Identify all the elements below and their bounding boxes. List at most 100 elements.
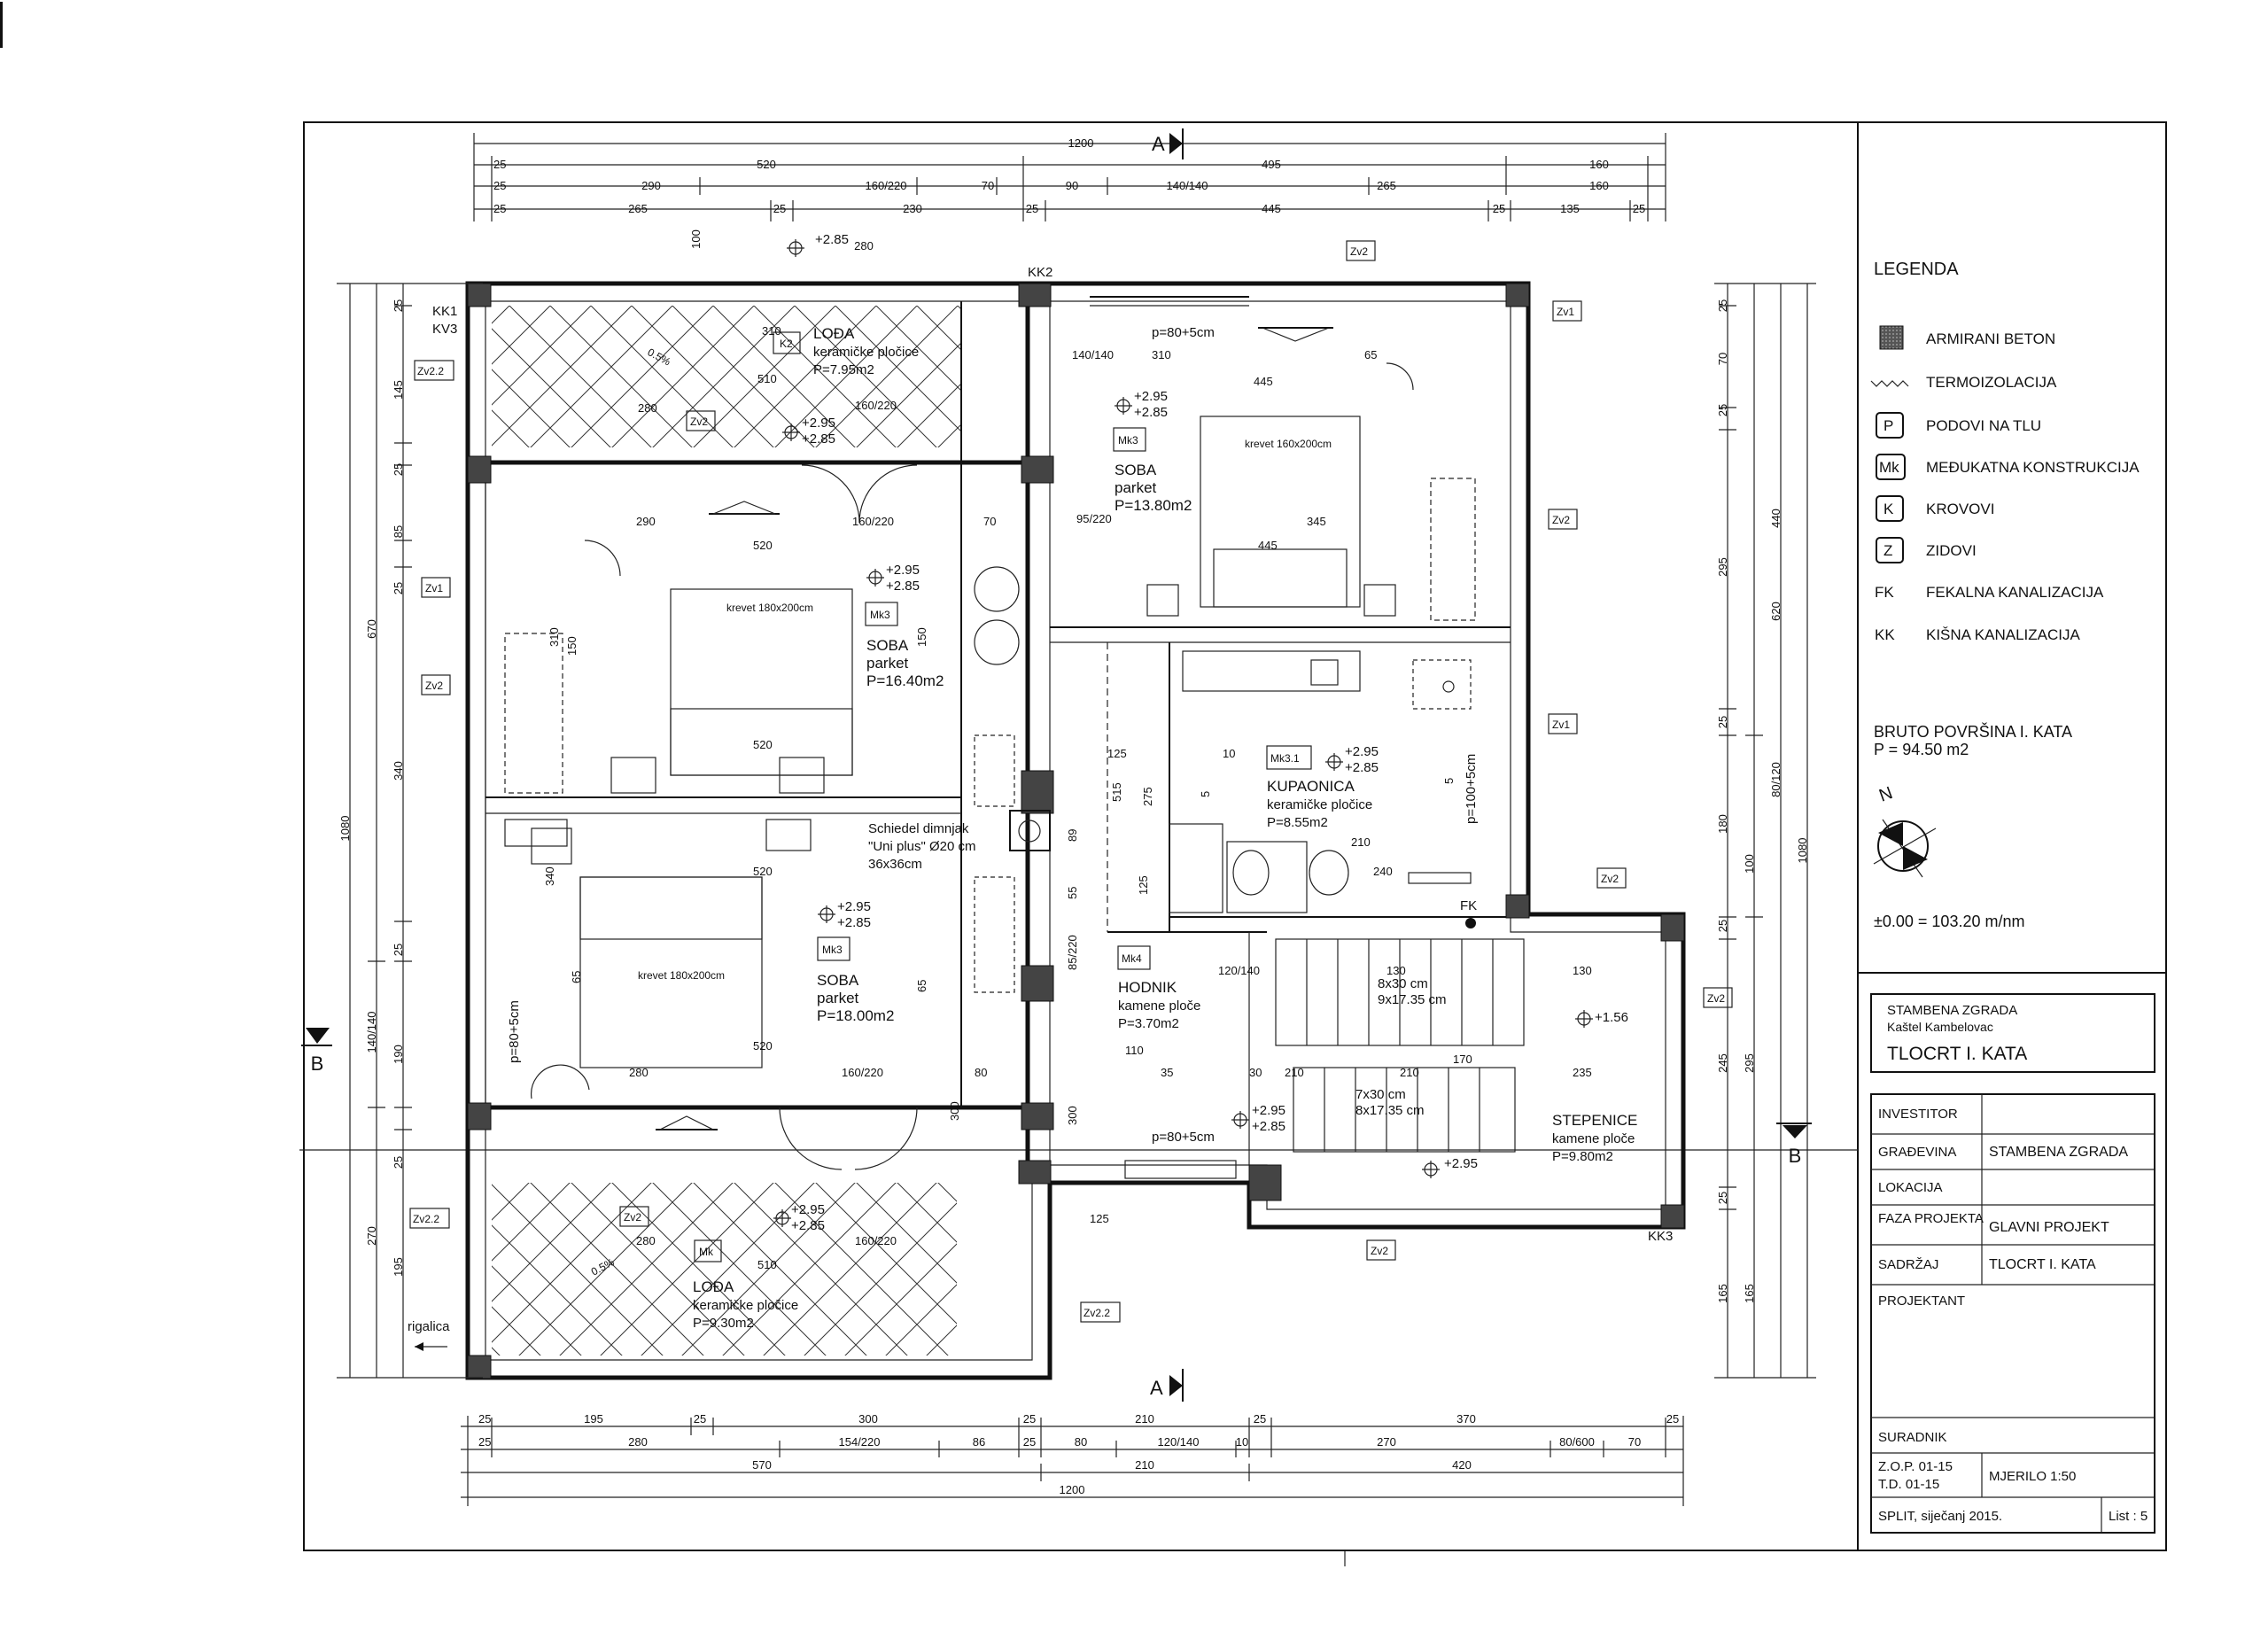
svg-text:25: 25 (1023, 1435, 1036, 1449)
svg-text:100: 100 (689, 229, 703, 249)
svg-text:280: 280 (628, 1435, 648, 1449)
svg-text:290: 290 (641, 179, 661, 192)
svg-text:80/600: 80/600 (1559, 1435, 1595, 1449)
svg-text:80/120: 80/120 (1769, 762, 1783, 797)
north-arrow-icon: N (1873, 783, 1937, 878)
svg-text:235: 235 (1573, 1066, 1592, 1079)
svg-text:KK2: KK2 (1028, 265, 1052, 280)
svg-text:25: 25 (1716, 1192, 1729, 1204)
svg-text:86: 86 (973, 1435, 985, 1449)
svg-text:PROJEKTANT: PROJEKTANT (1878, 1294, 1965, 1309)
svg-text:345: 345 (1307, 515, 1326, 528)
svg-text:89: 89 (1066, 829, 1079, 842)
loda-top-tiles (492, 306, 961, 447)
svg-text:+2.85: +2.85 (1252, 1119, 1285, 1134)
svg-text:5: 5 (1442, 778, 1456, 784)
svg-text:PODOVI NA TLU: PODOVI NA TLU (1926, 417, 2041, 434)
svg-text:160/220: 160/220 (842, 1066, 883, 1079)
svg-text:280: 280 (638, 401, 657, 415)
svg-text:340: 340 (392, 761, 405, 781)
svg-text:70: 70 (982, 179, 994, 192)
svg-text:310: 310 (548, 627, 561, 647)
svg-text:SURADNIK: SURADNIK (1878, 1430, 1947, 1445)
svg-text:STAMBENA ZGRADA: STAMBENA ZGRADA (1989, 1145, 2128, 1160)
svg-text:150: 150 (915, 627, 928, 647)
svg-text:Zv2.2: Zv2.2 (413, 1213, 439, 1225)
svg-text:295: 295 (1716, 557, 1729, 577)
svg-text:P=13.80m2: P=13.80m2 (1115, 497, 1192, 514)
svg-text:125: 125 (1090, 1212, 1109, 1225)
room-soba-ne: Mk3 SOBA parket P=13.80m2 krevet 160x200… (1113, 389, 1332, 514)
svg-text:520: 520 (753, 738, 773, 751)
svg-text:25: 25 (1026, 202, 1038, 215)
svg-text:160/220: 160/220 (866, 179, 907, 192)
sheet-frame (303, 121, 2167, 1551)
svg-text:p=100+5cm: p=100+5cm (1464, 754, 1479, 824)
svg-text:Zv1: Zv1 (425, 582, 443, 594)
svg-text:120/140: 120/140 (1158, 1435, 1200, 1449)
svg-text:krevet 180x200cm: krevet 180x200cm (726, 602, 813, 614)
room-loda-top: K2 LOĐA keramičke pločice P=7.95m2 (773, 325, 919, 377)
svg-text:p=80+5cm: p=80+5cm (507, 1000, 522, 1063)
svg-text:340: 340 (543, 866, 556, 886)
svg-text:160/220: 160/220 (855, 399, 897, 412)
svg-text:10: 10 (1223, 747, 1235, 760)
svg-text:154/220: 154/220 (839, 1435, 881, 1449)
svg-text:Zv2.2: Zv2.2 (417, 365, 444, 377)
svg-text:25: 25 (392, 582, 405, 594)
svg-text:LOKACIJA: LOKACIJA (1878, 1180, 1943, 1195)
svg-text:25: 25 (478, 1435, 491, 1449)
svg-text:370: 370 (1456, 1412, 1476, 1426)
svg-text:+2.95: +2.95 (791, 1202, 825, 1217)
svg-text:195: 195 (584, 1412, 603, 1426)
svg-text:Zv2: Zv2 (1371, 1245, 1388, 1257)
title-block: STAMBENA ZGRADA Kaštel Kambelovac TLOCRT… (1858, 972, 2166, 1534)
concrete-swatch-icon (1879, 325, 1904, 350)
section-marker-a-bottom: A (1150, 1369, 1184, 1402)
loda-bottom-tiles (492, 1183, 957, 1356)
radiator-icon (1258, 327, 1333, 342)
svg-text:1200: 1200 (1060, 1483, 1085, 1496)
chimney (1009, 810, 1051, 851)
radiator-icon (656, 1115, 718, 1130)
svg-text:Mk: Mk (1879, 459, 1899, 476)
svg-text:210: 210 (1400, 1066, 1419, 1079)
svg-text:Mk4: Mk4 (1122, 952, 1142, 965)
svg-text:B: B (311, 1053, 324, 1075)
svg-text:160/220: 160/220 (855, 1234, 897, 1247)
svg-text:+2.85: +2.85 (791, 1218, 825, 1233)
svg-text:kamene ploče: kamene ploče (1552, 1131, 1635, 1146)
svg-text:P=8.55m2: P=8.55m2 (1267, 815, 1328, 830)
svg-text:Zv2.2: Zv2.2 (1084, 1307, 1110, 1319)
svg-text:520: 520 (753, 865, 773, 878)
svg-text:160: 160 (1589, 158, 1609, 171)
radiator-icon (709, 501, 780, 515)
svg-text:+2.95: +2.95 (1444, 1156, 1478, 1171)
svg-text:295: 295 (1743, 1053, 1756, 1073)
svg-text:230: 230 (903, 202, 922, 215)
svg-text:300: 300 (948, 1101, 961, 1121)
svg-text:36x36cm: 36x36cm (868, 857, 922, 872)
svg-text:STAMBENA ZGRADA: STAMBENA ZGRADA (1887, 1003, 2017, 1018)
svg-text:+2.95: +2.95 (886, 563, 920, 578)
svg-text:MEĐUKATNA KONSTRUKCIJA: MEĐUKATNA KONSTRUKCIJA (1926, 459, 2140, 476)
svg-text:310: 310 (1152, 348, 1171, 361)
svg-text:Zv1: Zv1 (1552, 719, 1570, 731)
svg-text:25: 25 (493, 158, 506, 171)
svg-text:125: 125 (1107, 747, 1127, 760)
svg-text:parket: parket (817, 990, 859, 1006)
svg-text:+2.95: +2.95 (802, 416, 835, 431)
svg-text:445: 445 (1254, 375, 1273, 388)
svg-text:KK1: KK1 (432, 304, 457, 319)
svg-text:25: 25 (1716, 299, 1729, 312)
room-stepenice: STEPENICE kamene ploče P=9.80m2 +1.56 (1552, 1010, 1637, 1164)
misc-labels: KK1 KV3 KK2 KK3 FK Zv2 Zv1 Zv2 Zv1 Zv2 Z… (408, 232, 1733, 1351)
svg-text:P = 94.50 m2: P = 94.50 m2 (1874, 741, 1969, 758)
svg-text:70: 70 (1628, 1435, 1641, 1449)
svg-text:Zv2: Zv2 (690, 416, 708, 428)
svg-text:SOBA: SOBA (817, 972, 859, 989)
svg-text:110: 110 (1125, 1044, 1144, 1057)
svg-text:280: 280 (636, 1234, 656, 1247)
svg-text:Zv2: Zv2 (1601, 873, 1619, 885)
